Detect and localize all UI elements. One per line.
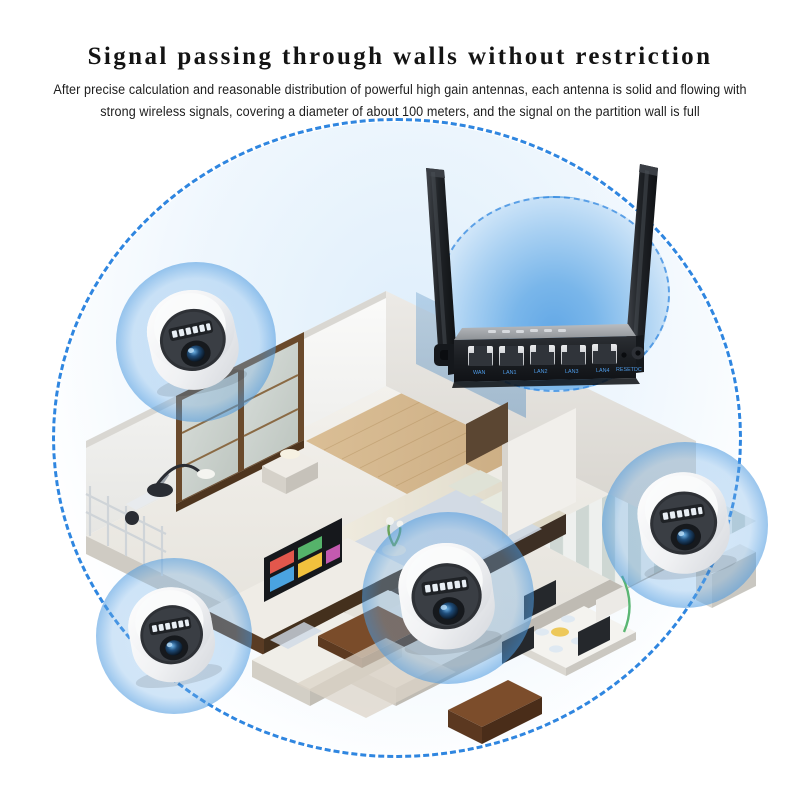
- router-top: [454, 324, 636, 340]
- camera-node-entry[interactable]: [96, 558, 252, 714]
- port-lan1: [499, 346, 524, 366]
- port-wan: [468, 346, 493, 366]
- turret-camera-entry[interactable]: [103, 563, 240, 700]
- port-labels: WAN LAN1 LAN2 LAN3 LAN4 RESET DC: [473, 367, 642, 376]
- ir-leds: [171, 323, 211, 338]
- port-label-lan1: LAN1: [503, 370, 517, 376]
- ir-leds: [662, 506, 703, 520]
- reset-button: [621, 352, 627, 358]
- left-antenna: [426, 168, 460, 366]
- port-label-lan2: LAN2: [534, 369, 548, 375]
- camera-node-living-room[interactable]: [362, 512, 534, 684]
- port-lan3: [561, 345, 586, 365]
- turret-camera-bedroom[interactable]: [118, 262, 265, 409]
- port-label-wan: WAN: [473, 370, 485, 376]
- page-title: Signal passing through walls without res…: [87, 43, 713, 70]
- coverage-boundary: [52, 118, 742, 758]
- turret-camera-dining-room[interactable]: [611, 447, 755, 591]
- page-subtitle: After precise calculation and reasonable…: [53, 82, 747, 119]
- control-label-dc: DC: [634, 367, 642, 373]
- router-device[interactable]: WAN LAN1 LAN2 LAN3 LAN4 RESET DC: [404, 160, 684, 390]
- led-indicators: [488, 329, 566, 333]
- camera-node-bedroom[interactable]: [116, 262, 276, 422]
- port-label-lan3: LAN3: [565, 369, 579, 375]
- turret-camera-living-room[interactable]: [371, 517, 520, 666]
- ir-leds: [151, 619, 190, 633]
- ir-leds: [424, 579, 467, 593]
- camera-node-dining-room[interactable]: [602, 442, 768, 608]
- port-label-lan4: LAN4: [596, 368, 610, 374]
- ethernet-ports: [468, 344, 617, 366]
- port-lan4: [592, 344, 617, 364]
- control-label-reset: RESET: [616, 367, 635, 373]
- header: Signal passing through walls without res…: [0, 0, 800, 122]
- port-lan2: [530, 345, 555, 365]
